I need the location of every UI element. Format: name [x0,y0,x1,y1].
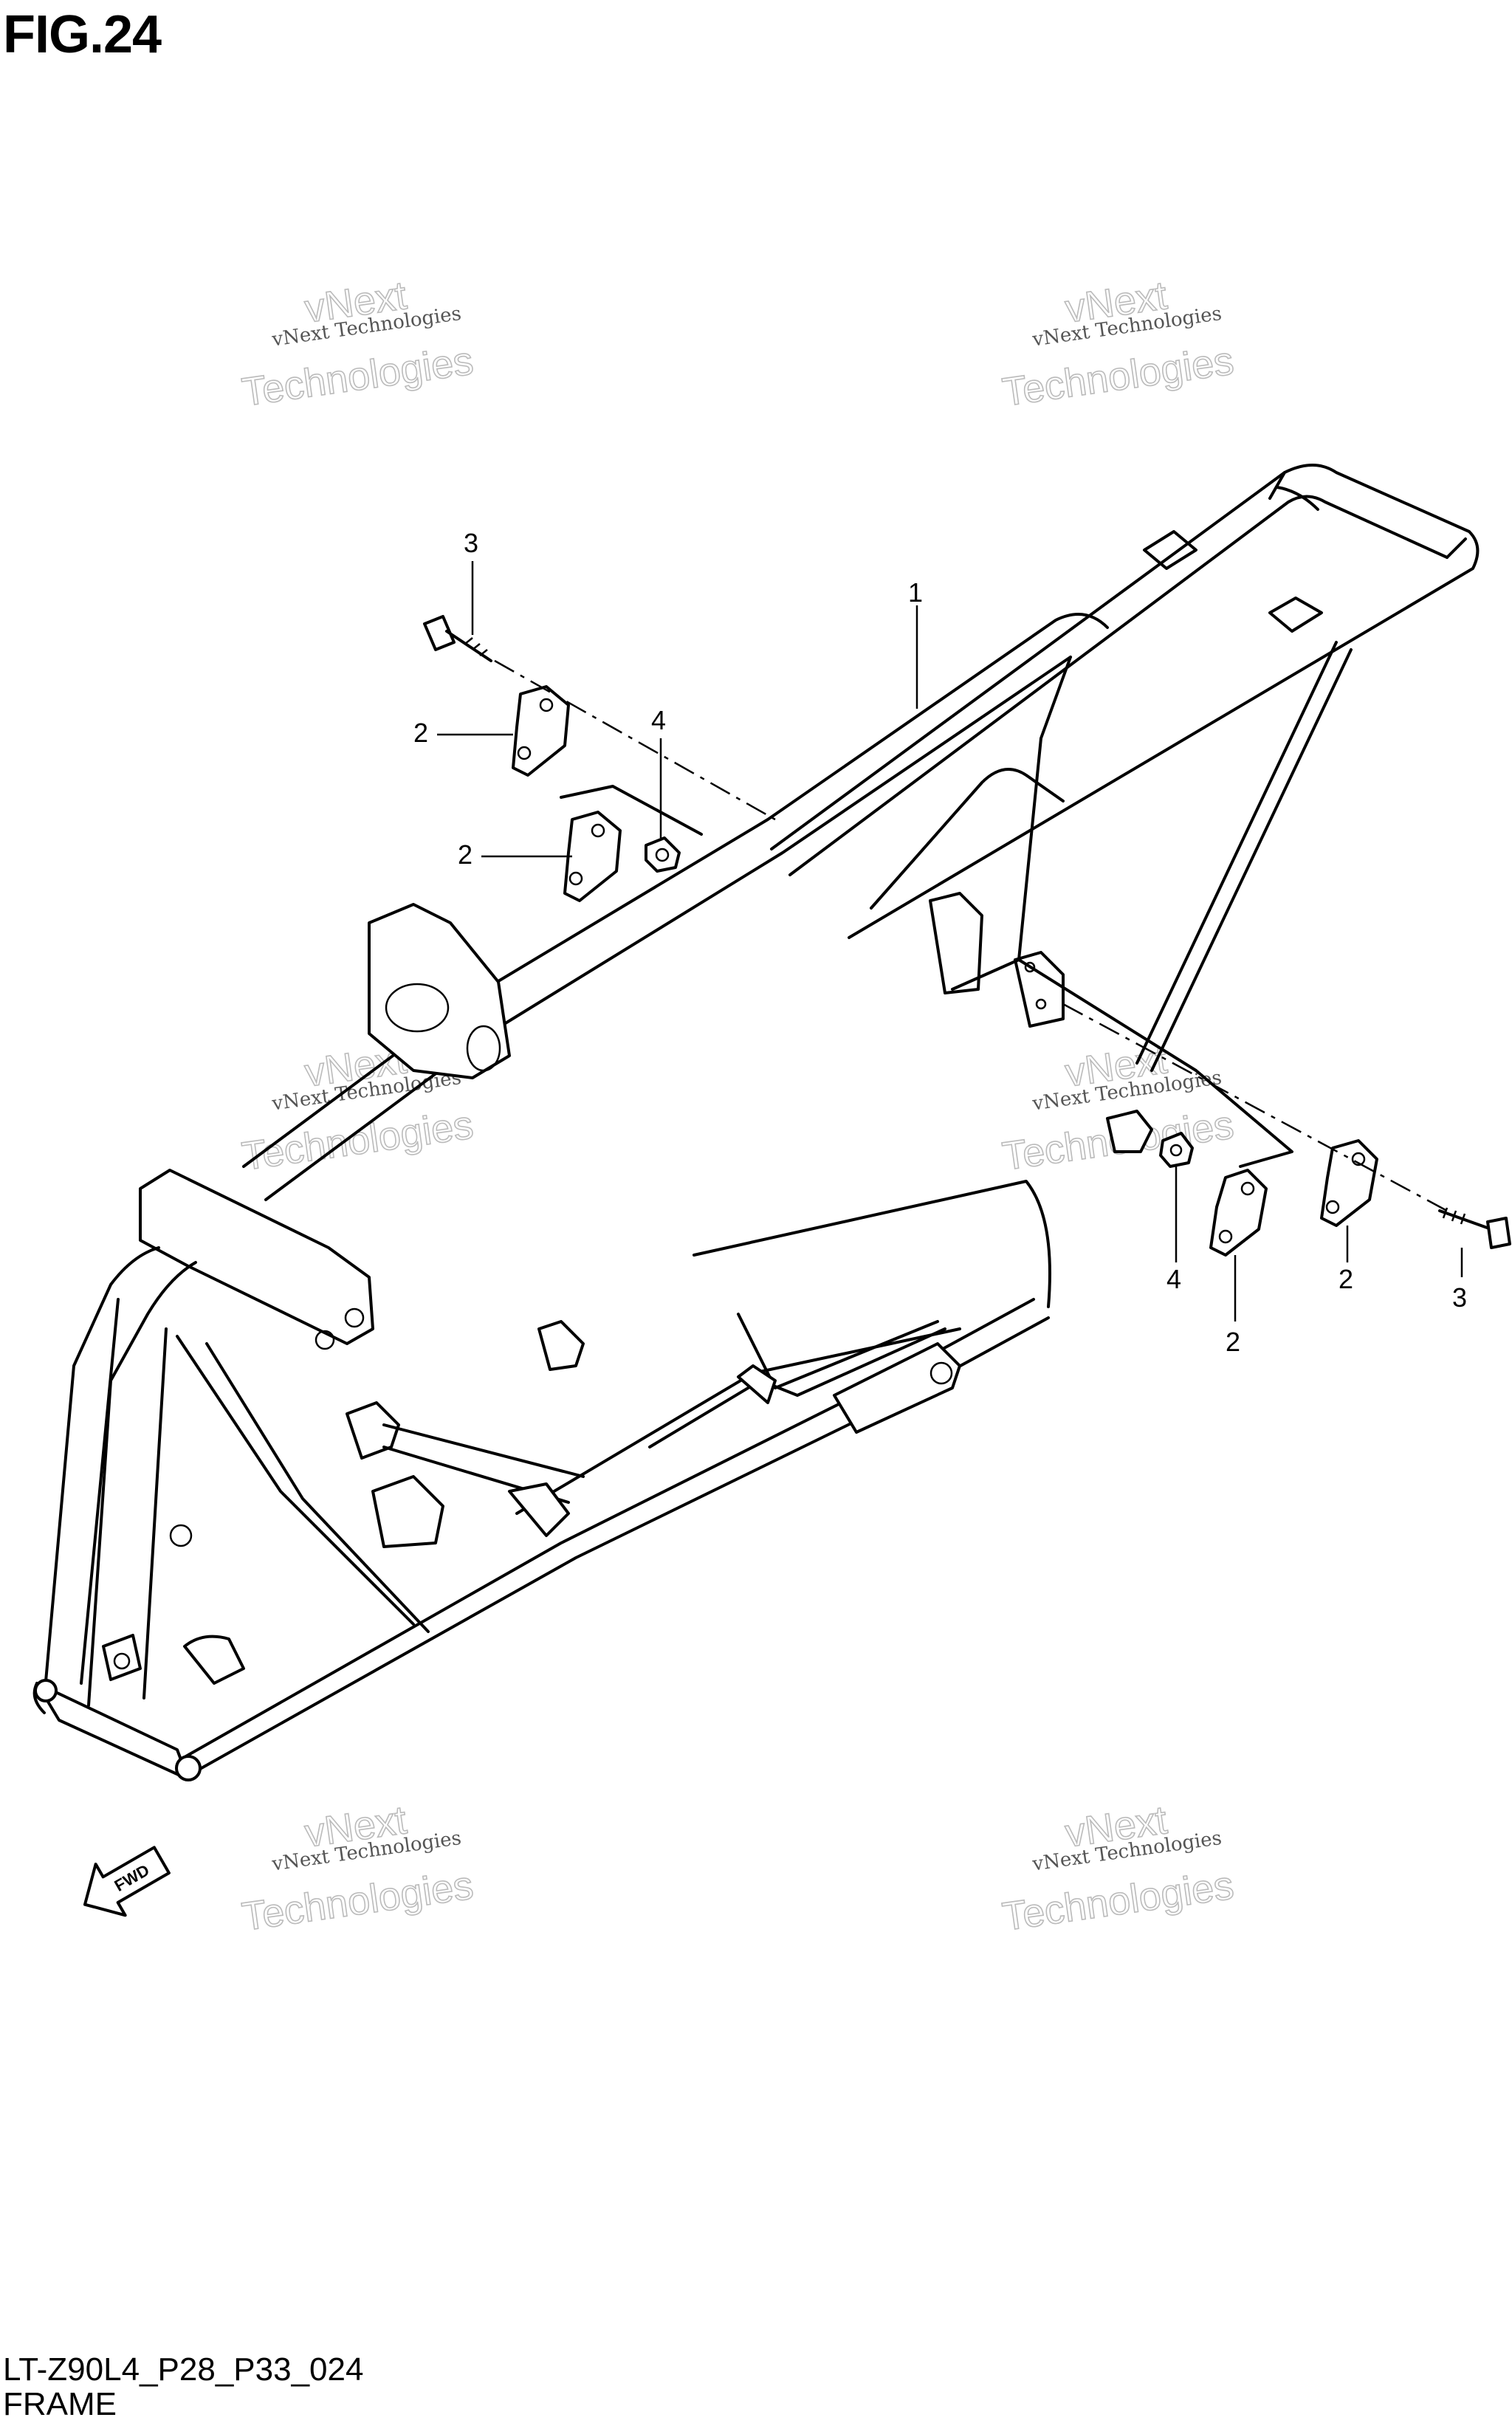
nut-4-right [1159,1132,1194,1168]
callout-2-inner-right: 2 [1226,1327,1240,1357]
shadow-left [560,785,703,836]
callout-2-outer-right: 2 [1339,1264,1353,1294]
bracket-2-outer-right [1320,1139,1378,1227]
centerline-left [494,659,776,821]
figure-name: FRAME [3,2386,117,2422]
callout-3-right: 3 [1452,1282,1467,1313]
bracket-2-upper-left [512,685,570,777]
watermark-mid-right: vNext vNext Technologies Technologies [999,1037,1237,1179]
watermark-top-left: vNext vNext Technologies Technologies [238,272,476,415]
callout-2-upper-left: 2 [413,718,428,748]
bracket-2-lower-left [563,811,622,902]
callout-4-right: 4 [1166,1264,1181,1294]
callout-1: 1 [908,577,923,608]
bracket-2-inner-right [1209,1169,1268,1257]
callout-2-lower-left: 2 [458,839,472,870]
nut-4-left [645,836,681,873]
bolt-3-left [423,615,492,662]
watermark-bottom-left: vNext vNext Technologies Technologies [238,1797,476,1939]
watermark-bottom-right: vNext vNext Technologies Technologies [999,1797,1237,1939]
bolt-3-right [1438,1207,1511,1249]
figure-title: FIG.24 [3,5,162,64]
shadow-right [951,958,1293,1168]
centerline-right [1062,1003,1448,1212]
callout-3-left: 3 [464,528,478,558]
watermark-top-right: vNext vNext Technologies Technologies [999,272,1237,415]
leader-lines [437,561,1463,1322]
fwd-arrow-icon: FWD [83,1846,171,1917]
callout-4-left: 4 [651,705,666,735]
frame-part-1 [32,464,1480,1781]
figure-code: LT-Z90L4_P28_P33_024 [3,2351,364,2388]
